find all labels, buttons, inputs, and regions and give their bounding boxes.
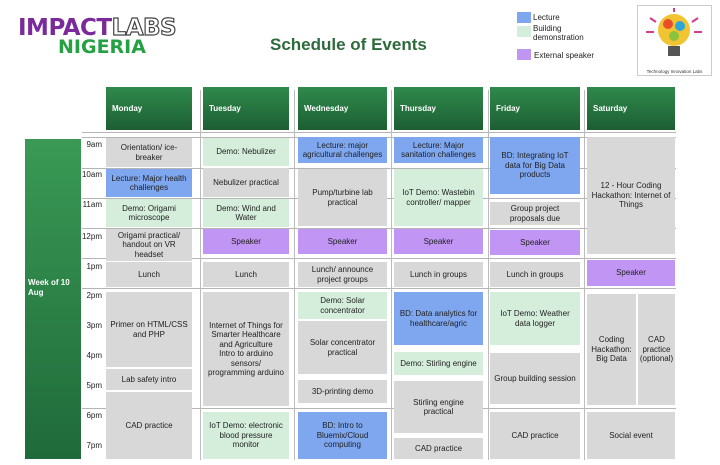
- event-tuesday-speaker: Speaker: [203, 229, 289, 255]
- time-7pm: 7pm: [86, 441, 102, 450]
- gridline-top: [82, 132, 676, 133]
- gridline-2pm: [82, 288, 676, 289]
- event-wednesday-3d-printing: 3D-printing demo: [298, 380, 387, 404]
- event-tuesday-lunch: Lunch: [203, 262, 289, 288]
- gridline-col-2: [294, 90, 295, 460]
- event-friday-speaker: Speaker: [490, 230, 580, 256]
- legend-lecture-swatch: [517, 12, 531, 23]
- gridline-1pm: [82, 258, 676, 259]
- event-thursday-lunch: Lunch in groups: [394, 262, 483, 288]
- event-thursday-sanitation-lecture: Lecture: Major sanitation challenges: [394, 137, 483, 164]
- event-friday-proposals-due: Group project proposals due: [490, 202, 580, 226]
- event-saturday-big-data-hackathon: Coding Hackathon: Big Data: [587, 294, 636, 406]
- time-1pm: 1pm: [86, 262, 102, 271]
- legend-lecture-label: Lecture: [533, 13, 560, 22]
- event-tuesday-iot-intro: Internet of Things for Smarter Healthcar…: [203, 292, 289, 407]
- header-tuesday: Tuesday: [203, 87, 289, 130]
- event-thursday-cad: CAD practice: [394, 438, 483, 460]
- time-10am: 10am: [81, 170, 102, 179]
- event-monday-origami-practical: Origami practical/ handout on VR headset: [106, 229, 192, 262]
- event-tuesday-nebulizer-practical: Nebulizer practical: [203, 168, 289, 198]
- event-wednesday-pump-practical: Pump/turbine lab practical: [298, 169, 387, 227]
- time-9am: 9am: [86, 140, 102, 149]
- page-title: Schedule of Events: [270, 35, 427, 54]
- impact-labs-logo: IMPACTLABS NIGERIA: [18, 15, 218, 61]
- event-wednesday-solar-demo: Demo: Solar concentrator: [298, 292, 387, 320]
- gridline-col-1: [200, 90, 201, 460]
- event-monday-origami-demo: Demo: Origami microscope: [106, 199, 192, 228]
- gridline-6pm: [82, 408, 676, 409]
- event-monday-lunch: Lunch: [106, 262, 192, 288]
- event-thursday-stirling-demo: Demo: Stirling engine: [394, 352, 483, 376]
- time-4pm: 4pm: [86, 351, 102, 360]
- event-wednesday-solar-practical: Solar concentrator practical: [298, 321, 387, 375]
- event-friday-cad: CAD practice: [490, 412, 580, 460]
- week-label: Week of 10 Aug: [25, 139, 81, 459]
- event-monday-primer: Primer on HTML/CSS and PHP: [106, 292, 192, 368]
- legend-demo-label: Building demonstration: [533, 24, 584, 42]
- event-saturday-cad-optional: CAD practice (optional): [638, 294, 675, 406]
- event-friday-group-building: Group building session: [490, 353, 580, 405]
- event-friday-iot-big-data: BD: Integrating IoT data for Big Data pr…: [490, 137, 580, 195]
- event-tuesday-wind-water-demo: Demo: Wind and Water: [203, 199, 289, 228]
- gridline-10am: [82, 168, 676, 169]
- time-12pm: 12pm: [81, 232, 102, 241]
- event-thursday-wastebin-demo: IoT Demo: Wastebin controller/ mapper: [394, 169, 483, 227]
- event-thursday-data-analytics: BD: Data analytics for healthcare/agric: [394, 292, 483, 346]
- event-friday-lunch: Lunch in groups: [490, 262, 580, 288]
- event-saturday-iot-hackathon: 12 - Hour Coding Hackathon: Internet of …: [587, 137, 675, 255]
- logo-tagline: Technology Innovation Labs: [646, 69, 703, 74]
- header-thursday: Thursday: [394, 87, 483, 130]
- event-saturday-social: Social event: [587, 412, 675, 460]
- event-thursday-speaker: Speaker: [394, 229, 483, 255]
- event-wednesday-speaker: Speaker: [298, 229, 387, 255]
- time-3pm: 3pm: [86, 321, 102, 330]
- gridline-12pm: [82, 228, 676, 229]
- logo-nigeria: NIGERIA: [58, 36, 146, 58]
- time-11am: 11am: [82, 200, 102, 209]
- lightbulb-icon: [646, 8, 702, 56]
- header-monday: Monday: [106, 87, 192, 130]
- time-2pm: 2pm: [86, 291, 102, 300]
- event-saturday-speaker: Speaker: [587, 260, 675, 287]
- header-saturday: Saturday: [587, 87, 675, 130]
- time-5pm: 5pm: [86, 381, 102, 390]
- header-friday: Friday: [490, 87, 580, 130]
- legend-demo-swatch: [517, 26, 531, 37]
- event-monday-health-lecture: Lecture: Major health challenges: [106, 169, 192, 198]
- legend-speaker-swatch: [517, 49, 531, 60]
- event-wednesday-agri-lecture: Lecture: major agricultural challenges: [298, 137, 387, 164]
- event-friday-weather-logger: IoT Demo: Weather data logger: [490, 292, 580, 346]
- gridline-col-5: [584, 90, 585, 460]
- technology-innovation-labs-logo: Technology Innovation Labs: [637, 5, 712, 76]
- event-monday-orientation: Orientation/ ice-breaker: [106, 138, 192, 168]
- legend: Lecture Building demonstration External …: [514, 10, 634, 70]
- logo-labs: LABS: [111, 15, 177, 41]
- gridline-col-4: [488, 90, 489, 460]
- header-wednesday: Wednesday: [298, 87, 387, 130]
- event-tuesday-bp-monitor: IoT Demo: electronic blood pressure moni…: [203, 412, 289, 460]
- logo-impact: IMPACT: [18, 15, 112, 41]
- event-monday-lab-safety: Lab safety intro: [106, 369, 192, 391]
- event-tuesday-nebulizer-demo: Demo: Nebulizer: [203, 138, 289, 167]
- legend-speaker-label: External speaker: [534, 51, 595, 60]
- event-wednesday-bluemix: BD: Intro to Bluemix/Cloud computing: [298, 412, 387, 460]
- event-thursday-stirling-practical: Stirling engine practical: [394, 381, 483, 434]
- time-6pm: 6pm: [86, 411, 102, 420]
- gridline-col-3: [391, 90, 392, 460]
- event-wednesday-lunch: Lunch/ announce project groups: [298, 262, 387, 288]
- event-monday-cad: CAD practice: [106, 392, 192, 460]
